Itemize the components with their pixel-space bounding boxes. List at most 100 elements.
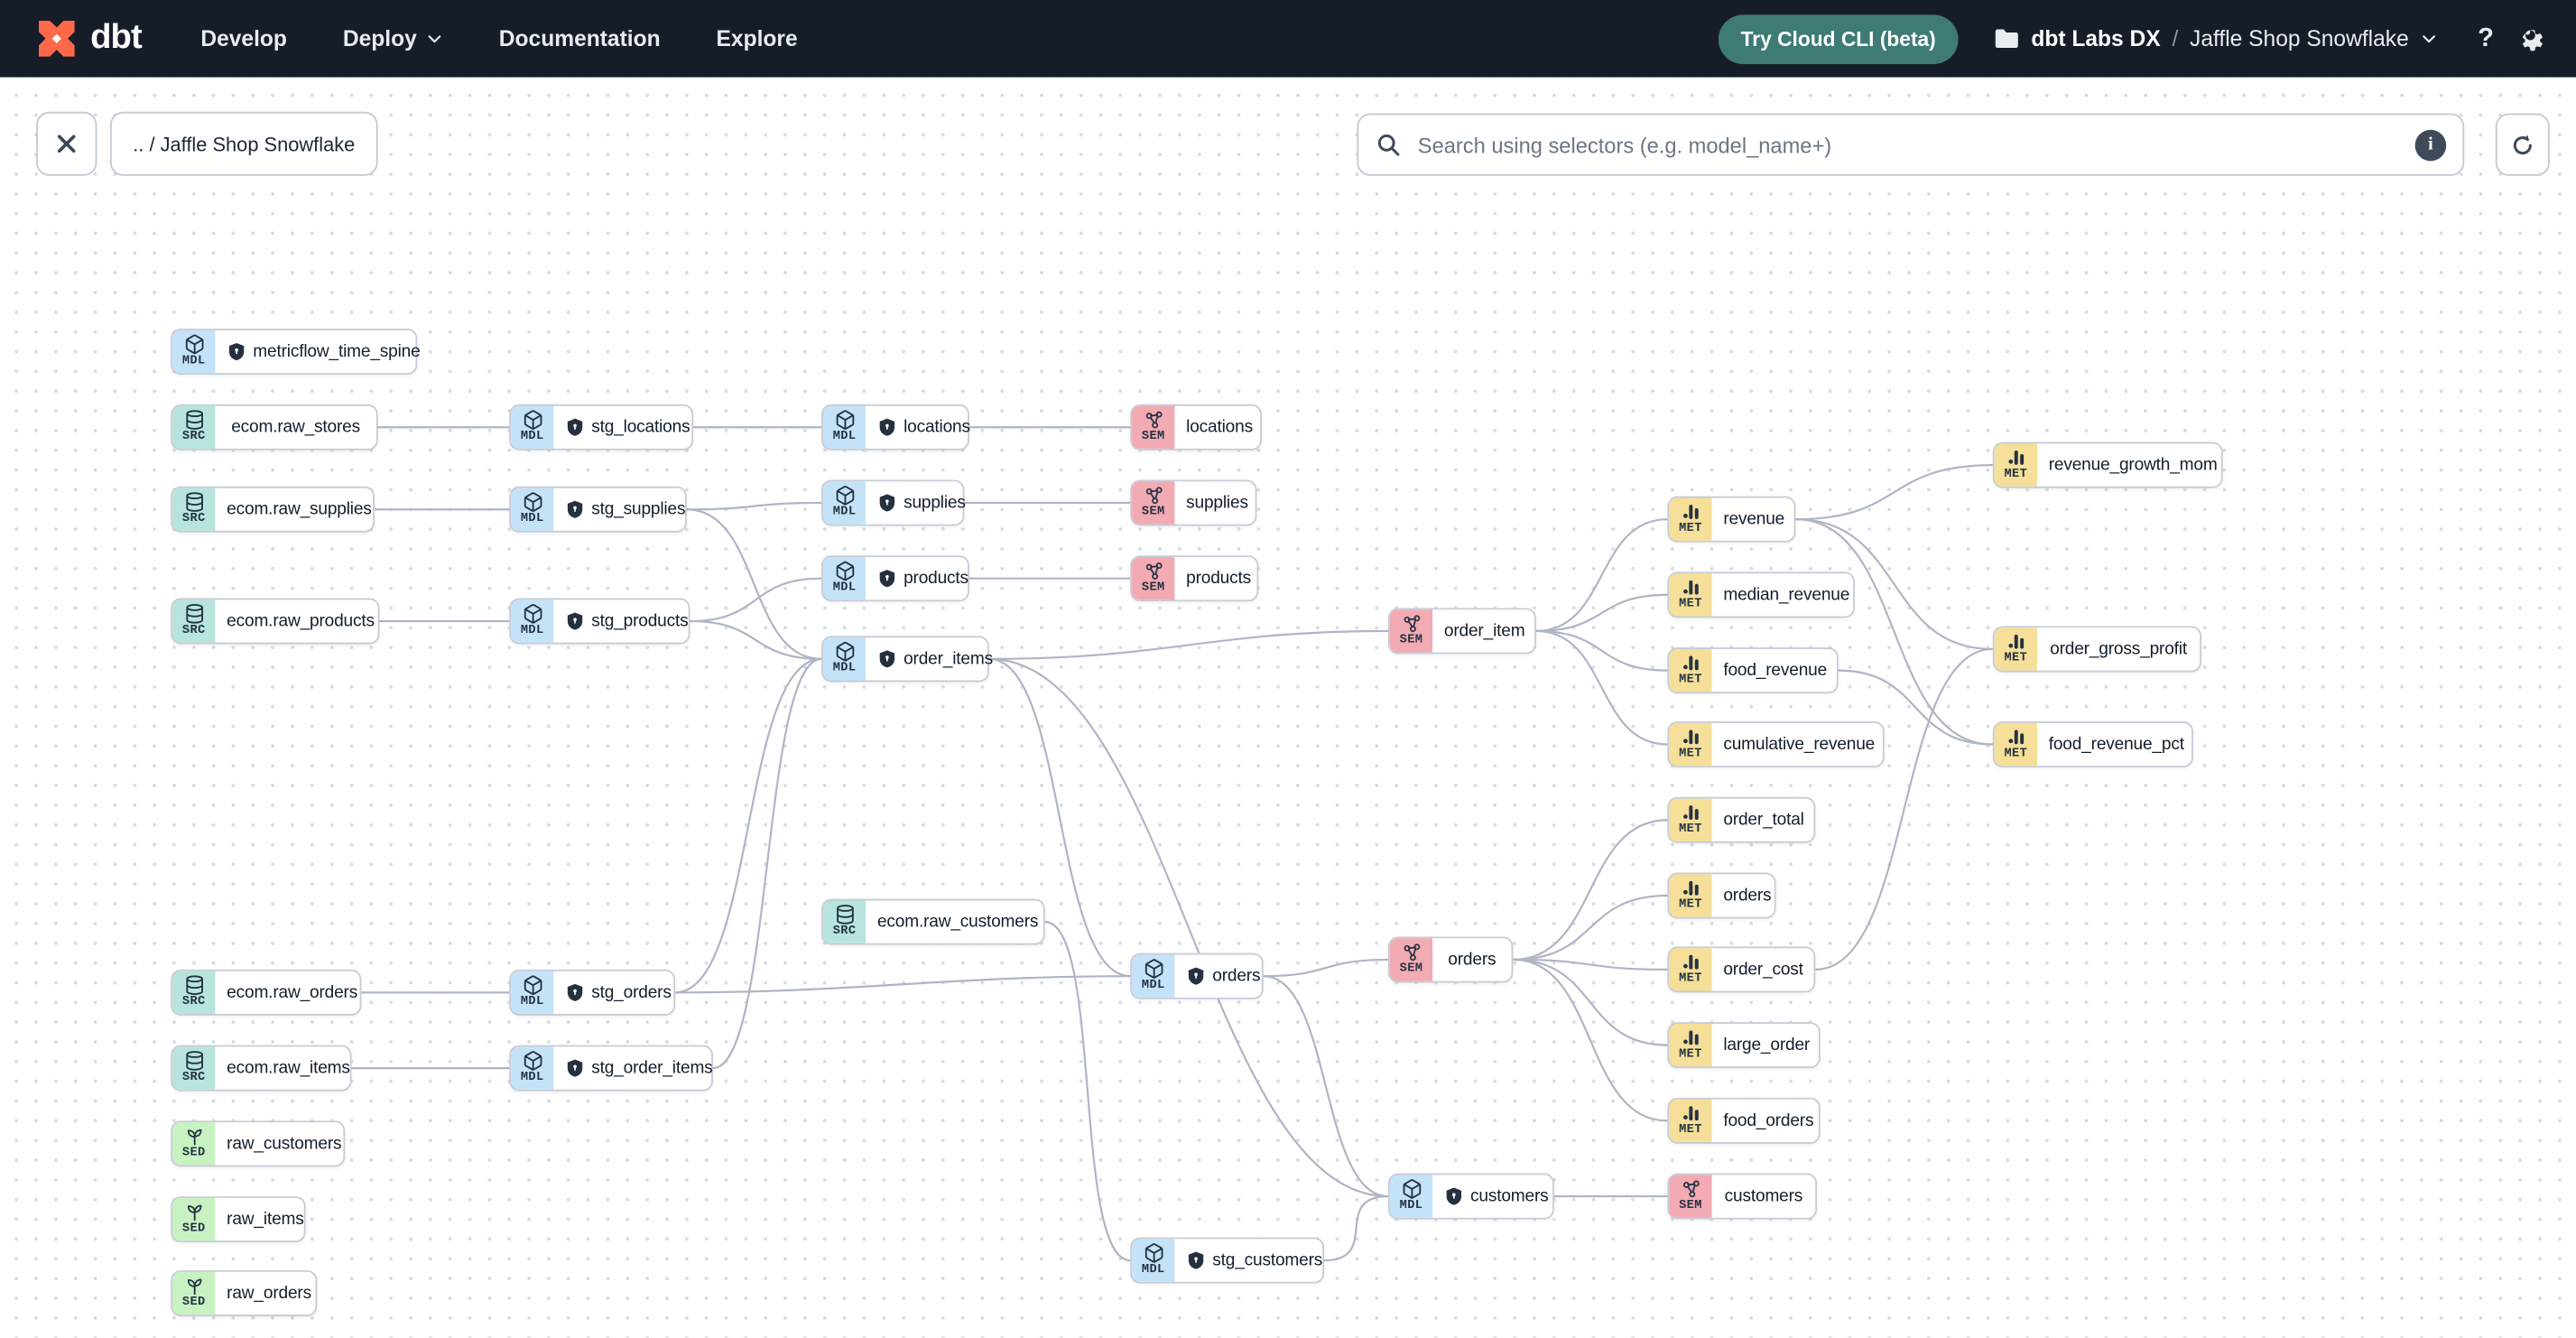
edge-order_item_sem-to-revenue_met — [1535, 518, 1668, 633]
node-label-area: orders — [1432, 938, 1511, 980]
type-badge-label: MDL — [1141, 1264, 1165, 1278]
type-badge-label: MDL — [832, 581, 857, 596]
model-type-badge: MDL — [511, 405, 554, 449]
model-type-badge: MDL — [1132, 1239, 1175, 1282]
edge-revenue_met-to-revenue_growth_mom_met — [1795, 464, 1993, 521]
breadcrumb[interactable]: .. / Jaffle Shop Snowflake — [109, 111, 378, 176]
node-label: order_cost — [1723, 959, 1803, 980]
type-badge-label: MDL — [520, 513, 544, 526]
node-label-area: order_cost — [1712, 948, 1815, 990]
metric-bars-icon — [1680, 1103, 1701, 1125]
help-icon[interactable]: ? — [2478, 23, 2494, 52]
cube-icon — [1143, 1242, 1164, 1264]
node-label-area: orders — [1712, 874, 1784, 916]
node-label-area: products — [1174, 557, 1262, 599]
menu-item-label: Deploy — [342, 26, 417, 51]
project-switcher[interactable]: dbt Labs DX / Jaffle Shop Snowflake — [1995, 26, 2438, 51]
model-type-badge: MDL — [1132, 954, 1175, 998]
type-badge-label: SEM — [1679, 1200, 1702, 1213]
menu-item-develop[interactable]: Develop — [200, 26, 287, 51]
node-label-area: orders — [1174, 955, 1272, 998]
metric-bars-icon — [1680, 502, 1701, 524]
node-label: order_gross_profit — [2050, 639, 2187, 659]
node-label: order_total — [1723, 810, 1804, 831]
menu-item-explore[interactable]: Explore — [717, 26, 798, 51]
type-badge-label: MET — [1679, 1048, 1702, 1063]
account-name: dbt Labs DX — [2031, 26, 2161, 51]
top-nav: dbt Develop Deploy Documentation Explore Tr… — [0, 0, 2576, 78]
menu-item-label: Develop — [200, 26, 287, 51]
shield-lock-icon — [879, 418, 895, 436]
node-supplies_mdl[interactable]: MDL supplies — [821, 479, 966, 526]
node-label: ecom.raw_products — [227, 611, 375, 631]
node-label-area: stg_orders — [553, 971, 682, 1014]
node-label: revenue — [1723, 509, 1785, 530]
try-cloud-cli-button[interactable]: Try Cloud CLI (beta) — [1718, 14, 1960, 64]
node-label-area: order_total — [1712, 799, 1816, 841]
metric-type-badge: MET — [1669, 874, 1712, 917]
type-badge-label: SED — [181, 1296, 206, 1311]
type-badge-label: MDL — [520, 996, 544, 1010]
source-type-badge: SRC — [822, 900, 866, 943]
edge-stg_supplies-to-supplies_mdl — [686, 501, 822, 511]
node-label: supplies — [903, 493, 966, 513]
model-type-badge: MDL — [822, 481, 866, 525]
semantic_model-type-badge: SEM — [1132, 557, 1175, 600]
metric-bars-icon — [1680, 952, 1701, 973]
search-input[interactable] — [1414, 130, 2415, 159]
settings-gear-icon[interactable] — [2516, 23, 2546, 53]
dbt-logo[interactable]: dbt — [32, 14, 143, 62]
semantic-model-icon — [1401, 942, 1422, 963]
refresh-button[interactable] — [2495, 113, 2550, 176]
info-icon[interactable]: i — [2414, 128, 2447, 161]
menu-item-documentation[interactable]: Documentation — [499, 26, 661, 51]
type-badge-label: MDL — [520, 431, 544, 444]
model-type-badge: MDL — [1389, 1175, 1433, 1218]
menu-item-deploy[interactable]: Deploy — [343, 26, 443, 51]
close-lineage-button[interactable] — [36, 111, 97, 176]
node-label-area: order_item — [1432, 609, 1536, 652]
type-badge-label: SRC — [181, 1072, 206, 1085]
